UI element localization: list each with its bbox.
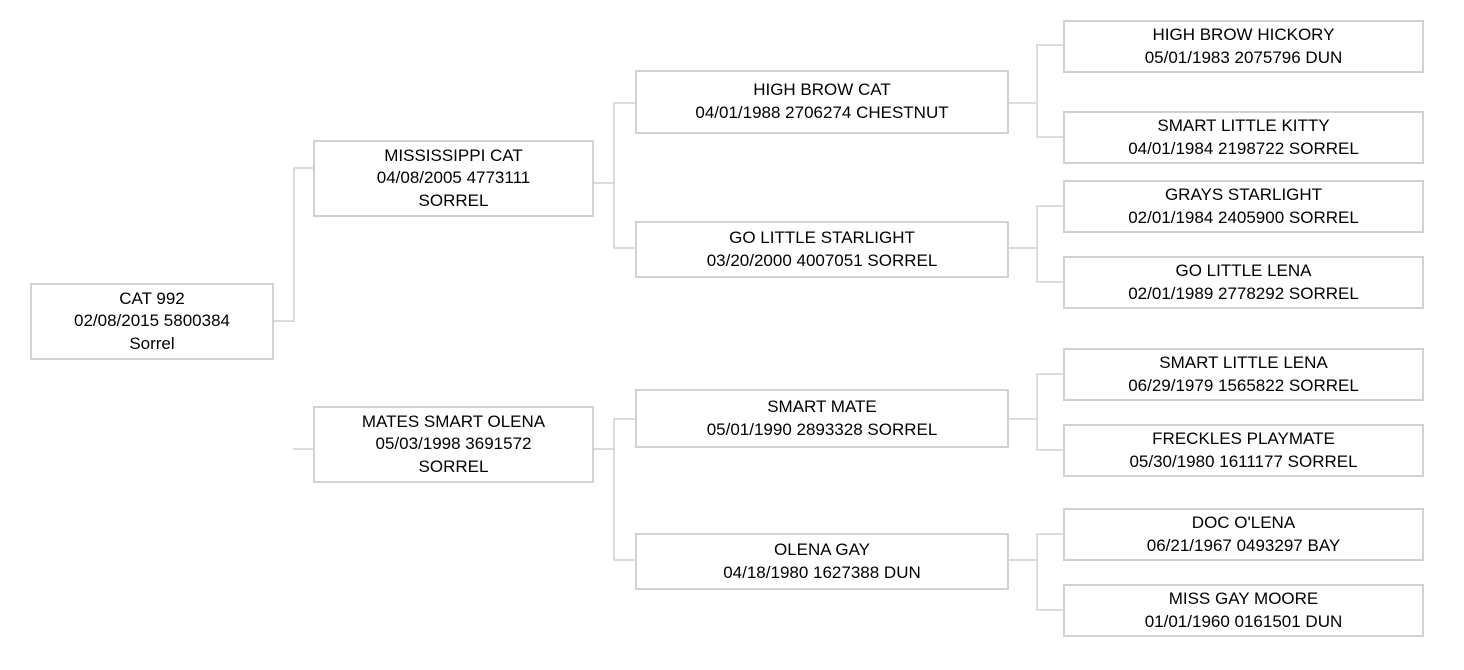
node-gen2-3-detail: 04/18/1980 1627388 DUN	[723, 562, 921, 582]
connector-root-trunk	[293, 167, 295, 322]
node-gen3-5-detail: 05/30/1980 1611177 SORREL	[1129, 451, 1358, 471]
connector-gen2-1-to-gen3-2	[1036, 205, 1065, 207]
connector-gen2-0-to-gen3-0	[1036, 44, 1065, 46]
node-gen2-1[interactable]: GO LITTLE STARLIGHT 03/20/2000 4007051 S…	[635, 221, 1009, 278]
connector-gen1-1-to-gen2-3	[613, 559, 637, 561]
node-gen3-1-name: SMART LITTLE KITTY	[1157, 115, 1330, 135]
node-gen3-3-name: GO LITTLE LENA	[1175, 260, 1312, 280]
connector-root-to-gen1-0	[293, 167, 315, 169]
connector-gen2-3-stub	[1008, 559, 1038, 561]
node-gen3-1-detail: 04/01/1984 2198722 SORREL	[1128, 138, 1359, 158]
connector-gen2-2-trunk	[1036, 373, 1038, 451]
node-gen3-6-name: DOC O'LENA	[1191, 512, 1296, 532]
node-gen3-4[interactable]: SMART LITTLE LENA 06/29/1979 1565822 SOR…	[1063, 348, 1424, 401]
node-gen3-7-name: MISS GAY MOORE	[1168, 588, 1319, 608]
node-gen2-0-detail: 04/01/1988 2706274 CHESTNUT	[695, 103, 949, 122]
node-gen3-0[interactable]: HIGH BROW HICKORY 05/01/1983 2075796 DUN	[1063, 20, 1424, 73]
connector-gen2-2-to-gen3-5	[1036, 449, 1065, 451]
connector-gen2-2-to-gen3-4	[1036, 373, 1065, 375]
node-gen3-4-name: SMART LITTLE LENA	[1159, 352, 1328, 372]
node-gen3-7-detail: 01/01/1960 0161501 DUN	[1144, 611, 1343, 631]
node-gen1-0-detail: 04/08/2005 4773111	[376, 168, 531, 188]
node-gen3-7[interactable]: MISS GAY MOORE 01/01/1960 0161501 DUN	[1063, 584, 1424, 637]
node-gen3-6[interactable]: DOC O'LENA 06/21/1967 0493297 BAY	[1063, 508, 1424, 561]
connector-gen2-1-trunk	[1036, 205, 1038, 283]
connector-gen2-2-stub	[1008, 418, 1038, 420]
node-gen3-1[interactable]: SMART LITTLE KITTY 04/01/1984 2198722 SO…	[1063, 111, 1424, 164]
node-gen3-6-detail: 06/21/1967 0493297 BAY	[1146, 535, 1341, 555]
connector-gen2-3-to-gen3-7	[1036, 609, 1065, 611]
node-gen1-1[interactable]: MATES SMART OLENA 05/03/1998 3691572 SOR…	[313, 406, 594, 483]
node-gen3-2-detail: 02/01/1984 2405900 SORREL	[1128, 207, 1359, 227]
node-gen3-3-detail: 02/01/1989 2778292 SORREL	[1128, 283, 1359, 303]
node-root[interactable]: CAT 992 02/08/2015 5800384 Sorrel	[30, 283, 274, 360]
node-gen3-5-name: FRECKLES PLAYMATE	[1152, 428, 1335, 448]
node-gen3-0-name: HIGH BROW HICKORY	[1152, 24, 1335, 44]
connector-gen2-0-stub	[1008, 102, 1038, 104]
connector-gen2-1-stub	[1008, 247, 1038, 249]
connector-gen1-1-trunk	[613, 418, 615, 561]
node-root-color: Sorrel	[129, 333, 175, 353]
connector-gen1-1-stub	[592, 448, 615, 450]
connector-gen2-0-trunk	[1036, 44, 1038, 138]
node-gen2-2-name: SMART MATE	[767, 396, 877, 416]
node-gen1-1-color: SORREL	[418, 456, 489, 476]
node-gen1-0[interactable]: MISSISSIPPI CAT 04/08/2005 4773111 SORRE…	[313, 140, 594, 217]
node-gen2-0-name: HIGH BROW CAT	[753, 80, 891, 100]
connector-gen1-1-to-gen2-2	[613, 418, 637, 420]
node-gen3-2-name: GRAYS STARLIGHT	[1164, 184, 1323, 204]
connector-gen1-0-to-gen2-0	[613, 102, 637, 104]
node-gen3-0-detail: 05/01/1983 2075796 DUN	[1144, 47, 1343, 67]
node-gen1-1-detail: 05/03/1998 3691572	[375, 434, 532, 454]
connector-gen1-0-stub	[592, 182, 615, 184]
node-gen3-4-detail: 06/29/1979 1565822 SORREL	[1128, 375, 1359, 395]
connector-gen2-1-to-gen3-3	[1036, 281, 1065, 283]
node-root-name: CAT 992	[119, 288, 185, 308]
node-gen1-1-name: MATES SMART OLENA	[361, 411, 546, 431]
connector-gen2-0-to-gen3-1	[1036, 136, 1065, 138]
connector-root-stub	[272, 320, 295, 322]
node-gen1-0-name: MISSISSIPPI CAT	[384, 145, 523, 165]
connector-gen2-3-trunk	[1036, 533, 1038, 611]
node-gen2-2-detail: 05/01/1990 2893328 SORREL	[706, 419, 938, 439]
node-gen2-2[interactable]: SMART MATE 05/01/1990 2893328 SORREL	[635, 389, 1009, 448]
node-gen3-5[interactable]: FRECKLES PLAYMATE 05/30/1980 1611177 SOR…	[1063, 424, 1424, 477]
node-gen3-3[interactable]: GO LITTLE LENA 02/01/1989 2778292 SORREL	[1063, 256, 1424, 309]
connector-gen2-3-to-gen3-6	[1036, 533, 1065, 535]
node-gen2-0[interactable]: HIGH BROW CAT 04/01/1988 2706274 CHESTNU…	[635, 70, 1009, 134]
node-gen3-2[interactable]: GRAYS STARLIGHT 02/01/1984 2405900 SORRE…	[1063, 180, 1424, 233]
node-gen2-3[interactable]: OLENA GAY 04/18/1980 1627388 DUN	[635, 533, 1009, 590]
connector-gen1-0-trunk	[613, 102, 615, 249]
connector-gen1-0-to-gen2-1	[613, 247, 637, 249]
node-gen2-3-name: OLENA GAY	[773, 539, 871, 559]
node-root-detail: 02/08/2015 5800384	[74, 311, 230, 331]
node-gen2-1-name: GO LITTLE STARLIGHT	[729, 227, 915, 247]
node-gen2-1-detail: 03/20/2000 4007051 SORREL	[706, 250, 938, 270]
node-gen1-0-color: SORREL	[418, 190, 489, 210]
connector-root-to-gen1-1	[293, 448, 315, 450]
